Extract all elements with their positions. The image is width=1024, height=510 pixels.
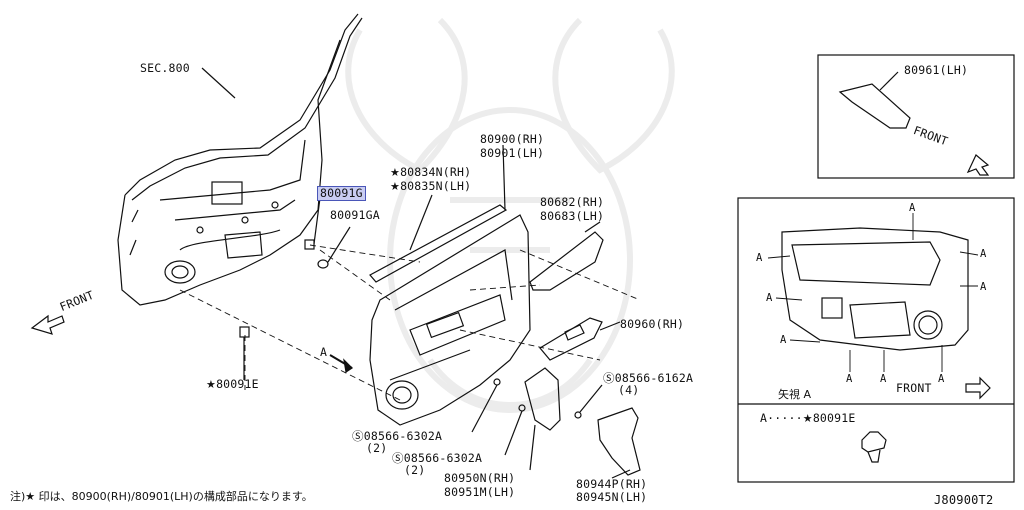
- label-08566-6162a[interactable]: Ⓢ08566-6162A: [603, 371, 694, 385]
- clip-a-label: A: [846, 373, 853, 385]
- front-label-inset-mid: FRONT: [896, 381, 932, 395]
- label-80961[interactable]: 80961(LH): [904, 63, 969, 77]
- clip-80091e: [239, 326, 250, 380]
- label-08566-6302a-2-qty: (2): [404, 463, 426, 477]
- front-arrow-left: [30, 314, 65, 335]
- label-80834n[interactable]: 80834N(RH): [390, 166, 471, 179]
- clip-leaders: [767, 213, 979, 372]
- clip-a-label: A: [756, 252, 763, 264]
- label-80091e[interactable]: 80091E: [206, 378, 259, 391]
- label-08566-6302a-1-qty: (2): [366, 441, 388, 455]
- watermark-emblem: [345, 17, 675, 413]
- door-trim-rear-view: [781, 227, 969, 351]
- clip-a-label: A: [938, 373, 945, 385]
- label-08566-6302a-1[interactable]: Ⓢ08566-6302A: [352, 429, 443, 443]
- arrow-a-label: A: [320, 345, 328, 359]
- inset-80961: [817, 54, 1015, 179]
- clip-80091ga: [317, 226, 351, 269]
- clip-a-label: A: [909, 202, 916, 214]
- label-08566-6302a-2[interactable]: Ⓢ08566-6302A: [392, 451, 483, 465]
- door-trim-panel: [369, 144, 531, 426]
- label-80900[interactable]: 80900(RH): [480, 132, 545, 146]
- inset-view-a: [737, 197, 1015, 483]
- label-80835n[interactable]: 80835N(LH): [390, 180, 471, 193]
- label-80944p[interactable]: 80944P(RH): [576, 477, 648, 491]
- label-08566-6162a-qty: (4): [618, 383, 640, 397]
- label-80945n[interactable]: 80945N(LH): [576, 490, 648, 504]
- view-a-label: 矢視 A: [778, 388, 812, 401]
- label-80960[interactable]: 80960(RH): [620, 317, 685, 331]
- clip-icon: [861, 431, 887, 463]
- weatherstrip-80834n: [369, 194, 508, 283]
- label-80682[interactable]: 80682(RH): [540, 195, 605, 209]
- legend-a: A·····80091E: [760, 411, 856, 425]
- label-80683[interactable]: 80683(LH): [540, 209, 605, 223]
- diagram-id: J80900T2: [934, 493, 994, 507]
- clip-a-label: A: [980, 248, 987, 260]
- clip-80091g: [304, 197, 321, 250]
- bracket-80950n: [524, 367, 603, 471]
- corner-cover-80944p: [597, 407, 641, 479]
- clip-a-label: A: [766, 292, 773, 304]
- label-80950n[interactable]: 80950N(RH): [444, 471, 516, 485]
- label-sec800[interactable]: SEC.800: [140, 61, 190, 75]
- switch-finisher-80960: [539, 317, 621, 361]
- label-80901[interactable]: 80901(LH): [480, 146, 545, 160]
- clip-a-label: A: [980, 281, 987, 293]
- footnote: 注)★ 印は、80900(RH)/80901(LH)の構成部品になります。: [10, 490, 313, 503]
- finisher-80682: [529, 221, 604, 291]
- door-body-outline: [117, 13, 363, 306]
- finisher-80961: [838, 71, 990, 176]
- label-80091g[interactable]: 80091G: [317, 186, 366, 201]
- clip-a-label: A: [780, 334, 787, 346]
- label-80091ga[interactable]: 80091GA: [330, 208, 380, 222]
- label-80951m[interactable]: 80951M(LH): [444, 485, 516, 499]
- front-arrow-inset: [965, 376, 991, 400]
- screw-08566-6302a: [471, 378, 526, 456]
- leader-sec800: [201, 67, 236, 99]
- alignment-lines: [179, 244, 641, 401]
- clip-a-label: A: [880, 373, 887, 385]
